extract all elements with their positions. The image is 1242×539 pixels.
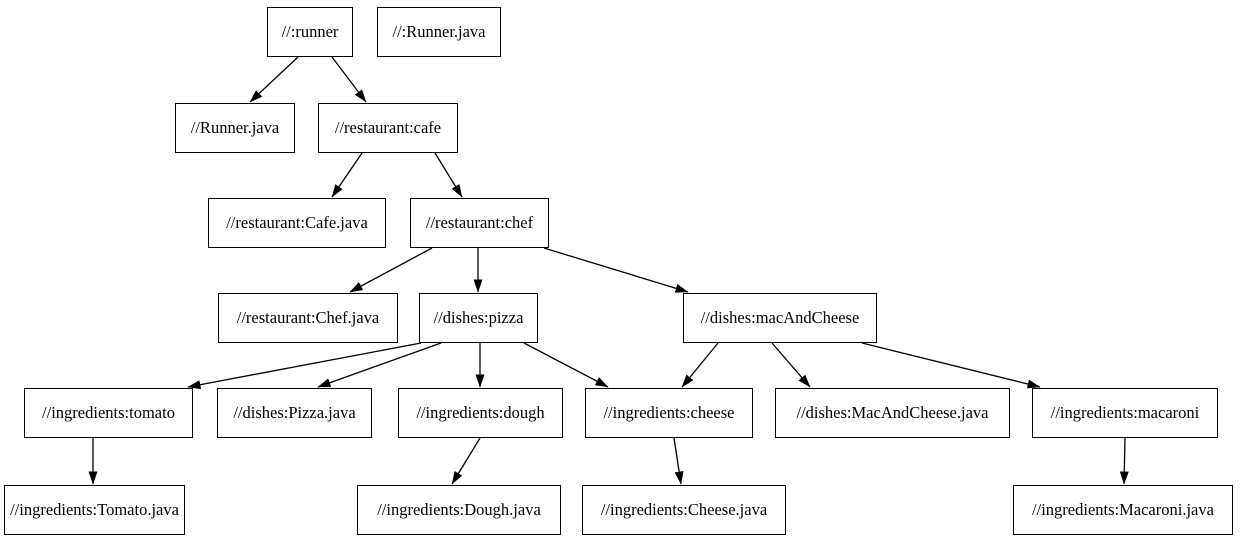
node-chef: //restaurant:chef [410, 198, 549, 248]
node-tomato-java: //ingredients:Tomato.java [4, 485, 185, 535]
node-cheese: //ingredients:cheese [585, 388, 753, 438]
node-tomato: //ingredients:tomato [24, 388, 193, 438]
node-dough: //ingredients:dough [398, 388, 563, 438]
node-cafe-java: //restaurant:Cafe.java [208, 198, 386, 248]
edge-dough-to-dough-java [451, 437, 481, 485]
node-macaroni: //ingredients:macaroni [1032, 388, 1218, 438]
node-macaroni-java: //ingredients:Macaroni.java [1013, 485, 1233, 535]
node-pizza-java: //dishes:Pizza.java [217, 388, 372, 438]
node-runner-java: //Runner.java [175, 103, 295, 153]
edge-chef-to-chef-java [349, 247, 433, 293]
node-cafe: //restaurant:cafe [318, 103, 458, 153]
node-mac-and-cheese: //dishes:macAndCheese [683, 293, 877, 343]
edge-cheese-to-cheese-java [673, 437, 684, 485]
node-chef-java: //restaurant:Chef.java [218, 293, 398, 343]
edge-runner-to-runner-java [249, 56, 299, 103]
node-mac-and-cheese-java: //dishes:MacAndCheese.java [775, 388, 1010, 438]
node-cheese-java: //ingredients:Cheese.java [582, 485, 786, 535]
edge-pizza-to-cheese [523, 342, 609, 388]
node-pizza: //dishes:pizza [419, 293, 538, 343]
edge-mac-and-cheese-to-cheese [681, 342, 719, 388]
edge-mac-and-cheese-to-mac-and-cheese-java [771, 342, 811, 388]
edge-pizza-to-tomato [187, 342, 422, 390]
edge-cafe-to-cafe-java [331, 152, 363, 198]
edge-macaroni-to-macaroni-java [1119, 437, 1129, 485]
edge-chef-to-mac-and-cheese [543, 247, 689, 293]
edge-mac-and-cheese-to-macaroni [861, 342, 1041, 389]
node-runner: //:runner [267, 7, 353, 57]
edge-cafe-to-chef [434, 152, 463, 198]
edge-runner-to-cafe [331, 56, 367, 103]
node-dough-java: //ingredients:Dough.java [357, 485, 561, 535]
node-runner-java-target: //:Runner.java [377, 7, 501, 57]
edge-pizza-to-pizza-java [317, 342, 442, 388]
